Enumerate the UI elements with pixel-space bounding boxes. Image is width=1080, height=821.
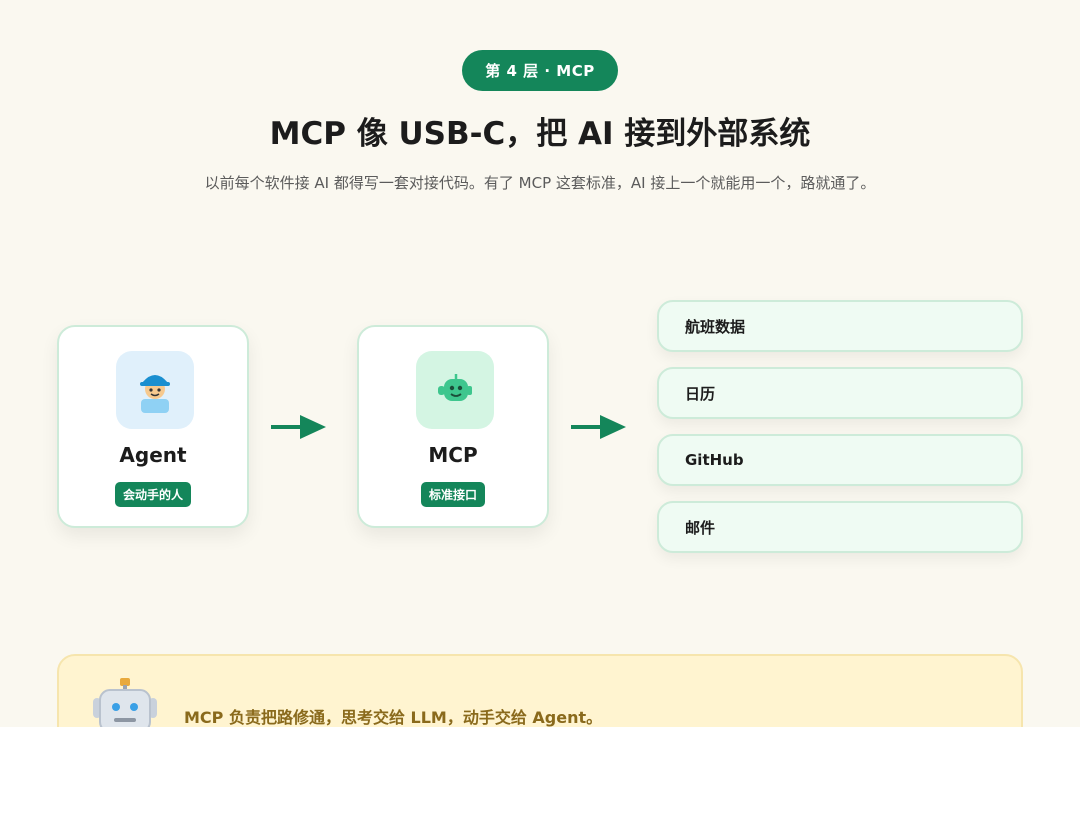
agent-card: Agent 会动手的人 [57, 325, 249, 528]
target-calendar: 日历 [657, 367, 1023, 419]
agent-tag: 会动手的人 [114, 482, 191, 507]
page-subtitle: 以前每个软件接 AI 都得写一套对接代码。有了 MCP 这套标准，AI 接上一个… [204, 174, 876, 192]
mcp-tag: 标准接口 [420, 482, 485, 507]
mcp-icon-box [416, 351, 494, 429]
mcp-card: MCP 标准接口 [357, 325, 549, 528]
page-title: MCP 像 USB-C，把 AI 接到外部系统 [269, 116, 811, 152]
layer-badge: 第 4 层 · MCP [462, 50, 618, 91]
robot-icon [93, 678, 157, 727]
mcp-label: MCP [428, 443, 478, 467]
arrow-right-icon [571, 415, 626, 439]
target-email: 邮件 [657, 501, 1023, 553]
target-github: GitHub [657, 434, 1023, 486]
summary-text: MCP 负责把路修通，思考交给 LLM，动手交给 Agent。 [184, 708, 603, 727]
agent-label: Agent [119, 443, 187, 467]
diagram-canvas: 第 4 层 · MCP MCP 像 USB-C，把 AI 接到外部系统 以前每个… [0, 0, 1080, 727]
target-flight-data: 航班数据 [657, 300, 1023, 352]
worker-icon [140, 375, 170, 413]
robot-icon [438, 374, 472, 401]
agent-icon-box [116, 351, 194, 429]
arrow-right-icon [271, 415, 326, 439]
summary-note: MCP 负责把路修通，思考交给 LLM，动手交给 Agent。 [57, 654, 1023, 727]
